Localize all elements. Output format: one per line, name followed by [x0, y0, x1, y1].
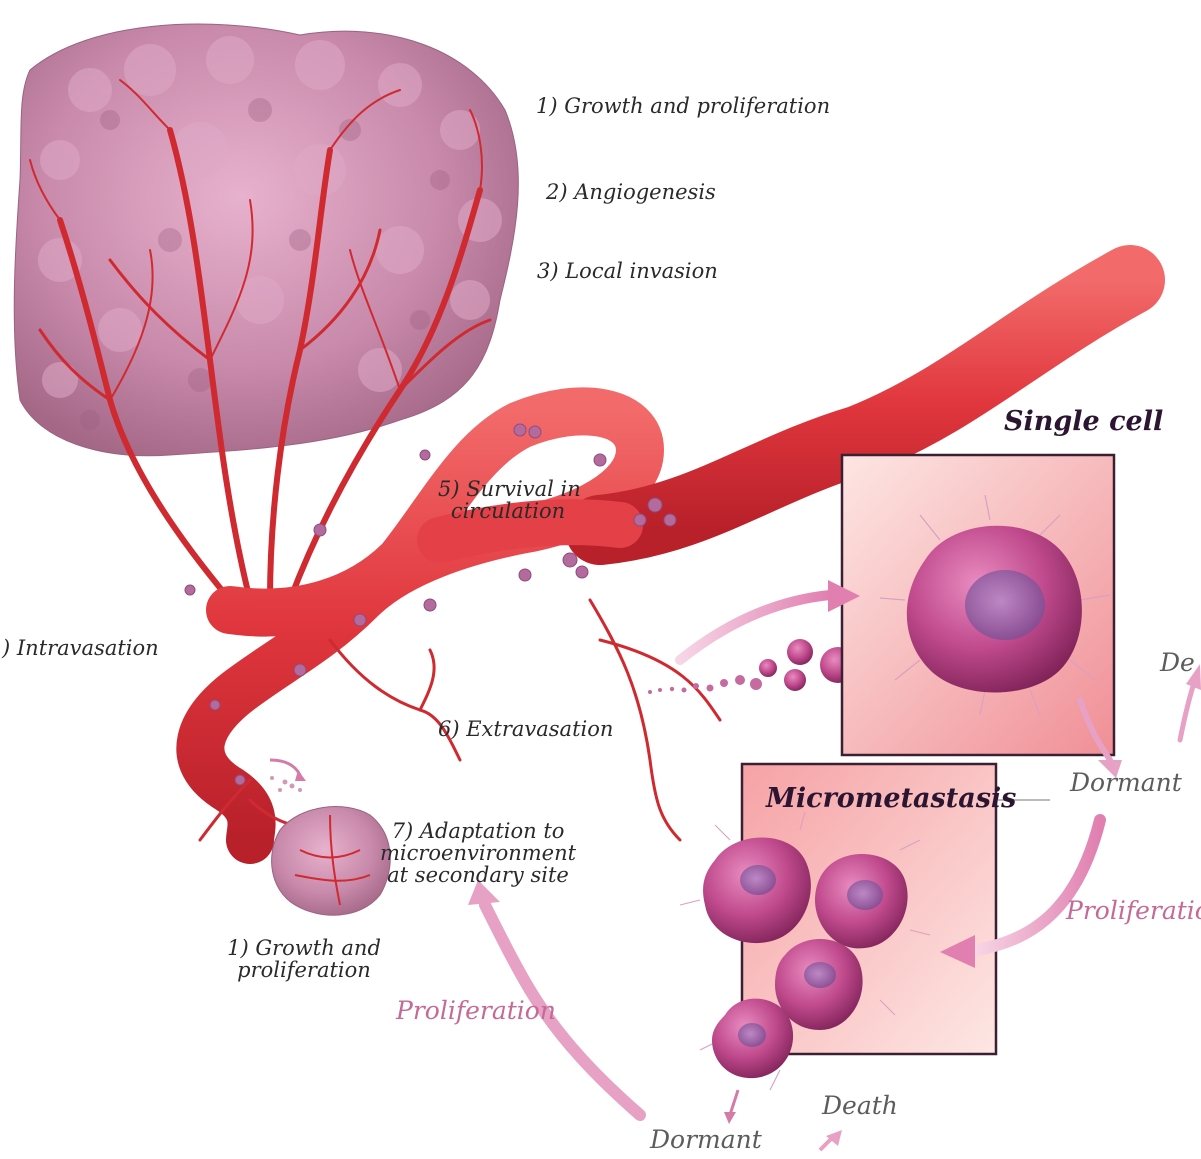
- label-local-invasion: 3) Local invasion: [537, 260, 718, 282]
- label-angiogenesis: 2) Angiogenesis: [546, 181, 716, 203]
- label-growth-primary: 1) Growth and proliferation: [536, 95, 830, 117]
- title-micrometastasis: Micrometastasis: [766, 785, 1016, 813]
- label-adaptation-line3: at secondary site: [378, 864, 578, 886]
- label-adaptation: 7) Adaptation to microenvironment at sec…: [378, 820, 578, 886]
- label-proliferation-right: Proliferation: [1066, 898, 1201, 924]
- title-single-cell: Single cell: [1004, 408, 1163, 436]
- label-extravasation: 6) Extravasation: [438, 718, 613, 740]
- label-growth-secondary-line2: proliferation: [224, 959, 384, 981]
- label-dormant-bottom: Dormant: [650, 1127, 762, 1153]
- primary-tumor: [14, 24, 518, 456]
- label-adaptation-line1: 7) Adaptation to: [378, 820, 578, 842]
- label-death-bottom: Death: [822, 1093, 898, 1119]
- extravasating-cells: [648, 639, 856, 694]
- label-growth-secondary-line1: 1) Growth and: [224, 937, 384, 959]
- label-growth-secondary: 1) Growth and proliferation: [224, 937, 384, 981]
- label-survival-line1: 5) Survival in: [438, 478, 578, 500]
- label-survival-line2: circulation: [438, 500, 578, 522]
- label-adaptation-line2: microenvironment: [378, 842, 578, 864]
- secondary-tumor: [270, 760, 390, 915]
- label-death-right: De: [1160, 650, 1195, 676]
- label-intravasation: ) Intravasation: [2, 637, 159, 659]
- label-survival: 5) Survival in circulation: [438, 478, 578, 522]
- label-proliferation-bottom: Proliferation: [396, 998, 556, 1024]
- label-dormant-right: Dormant: [1070, 770, 1182, 796]
- single-cell-box: [842, 455, 1114, 755]
